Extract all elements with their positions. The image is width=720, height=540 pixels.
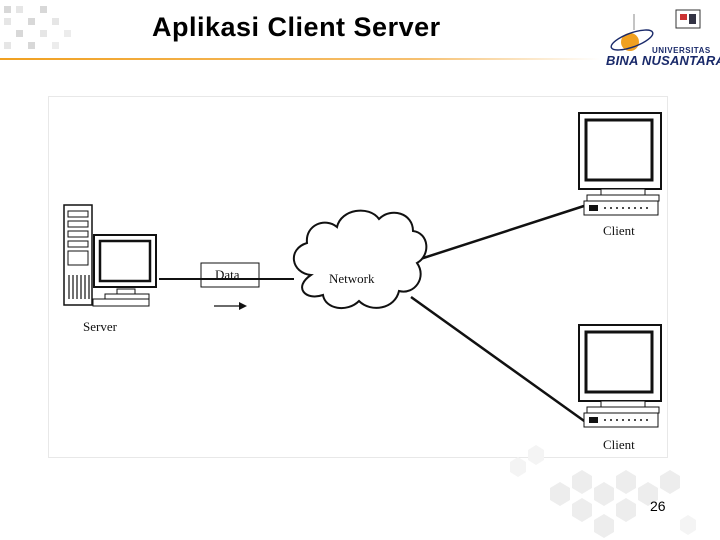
network-client-top-link: [410, 203, 588, 264]
client-top-monitor-icon: [578, 112, 662, 216]
server-tower-icon: [63, 204, 93, 306]
logo-emblem-icon: [610, 9, 701, 51]
logo-line-2: BINA NUSANTARA: [606, 53, 720, 68]
server-monitor-icon: [92, 234, 157, 307]
header-divider: [0, 58, 600, 60]
client-top-label: Client: [603, 223, 635, 238]
decorative-hexagons: [510, 445, 696, 538]
decorative-squares: [4, 6, 71, 49]
diagram-canvas: [63, 112, 662, 428]
data-label: Data: [215, 267, 240, 282]
client-bottom-label: Client: [603, 437, 635, 452]
logo-line-1: UNIVERSITAS: [652, 46, 711, 55]
data-box: [200, 262, 260, 288]
network-client-bottom-link: [410, 295, 588, 425]
client-server-diagram: Server Data Network Client Client: [48, 96, 668, 458]
slide-title: Aplikasi Client Server: [152, 12, 441, 42]
server-label: Server: [83, 319, 117, 334]
network-cloud-icon: [292, 209, 428, 310]
university-logo: UNIVERSITAS BINA NUSANTARA: [600, 6, 720, 76]
slide-header: Aplikasi Client Server: [0, 0, 720, 60]
network-label: Network: [329, 271, 375, 286]
client-bottom-monitor-icon: [578, 324, 662, 428]
page-number: 26: [650, 498, 666, 514]
data-arrow-head-icon: [239, 302, 247, 310]
